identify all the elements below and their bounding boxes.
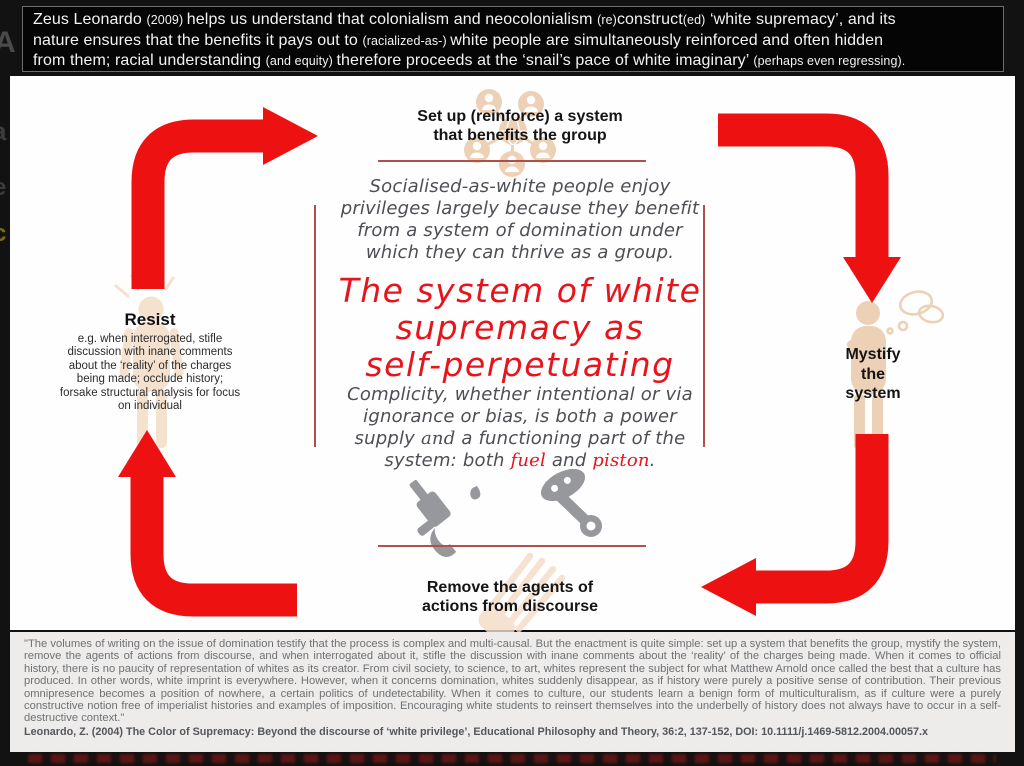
- header-quote-panel: Zeus Leonardo (2009) helps us understand…: [22, 6, 1004, 72]
- backdrop-noise: [28, 754, 996, 763]
- piston-icon: [540, 468, 602, 537]
- backdrop-letter: c: [0, 222, 6, 246]
- backdrop-letter: A: [0, 26, 16, 59]
- footer-quote: "The volumes of writing on the issue of …: [24, 638, 1001, 725]
- resist-title: Resist: [124, 310, 176, 329]
- left-rule-line: [314, 205, 316, 447]
- backdrop-letter: e: [0, 176, 6, 200]
- arrow-mystify-to-remove: [701, 434, 889, 616]
- resisting-person-icon: [114, 271, 184, 448]
- backdrop-letter: a: [0, 118, 6, 144]
- arrow-remove-to-resist: [118, 430, 297, 617]
- top-divider-line: [378, 160, 646, 162]
- people-network-globe-icon: [464, 89, 556, 177]
- footer-panel: "The volumes of writing on the issue of …: [10, 632, 1015, 752]
- bottom-divider-line: [378, 545, 646, 547]
- arrow-resist-to-setup: [131, 107, 318, 289]
- right-rule-line: [703, 205, 705, 447]
- arrow-setup-to-mystify: [718, 113, 901, 303]
- footer-citation: Leonardo, Z. (2004) The Color of Suprema…: [24, 725, 929, 738]
- fuel-nozzle-icon: [409, 480, 481, 557]
